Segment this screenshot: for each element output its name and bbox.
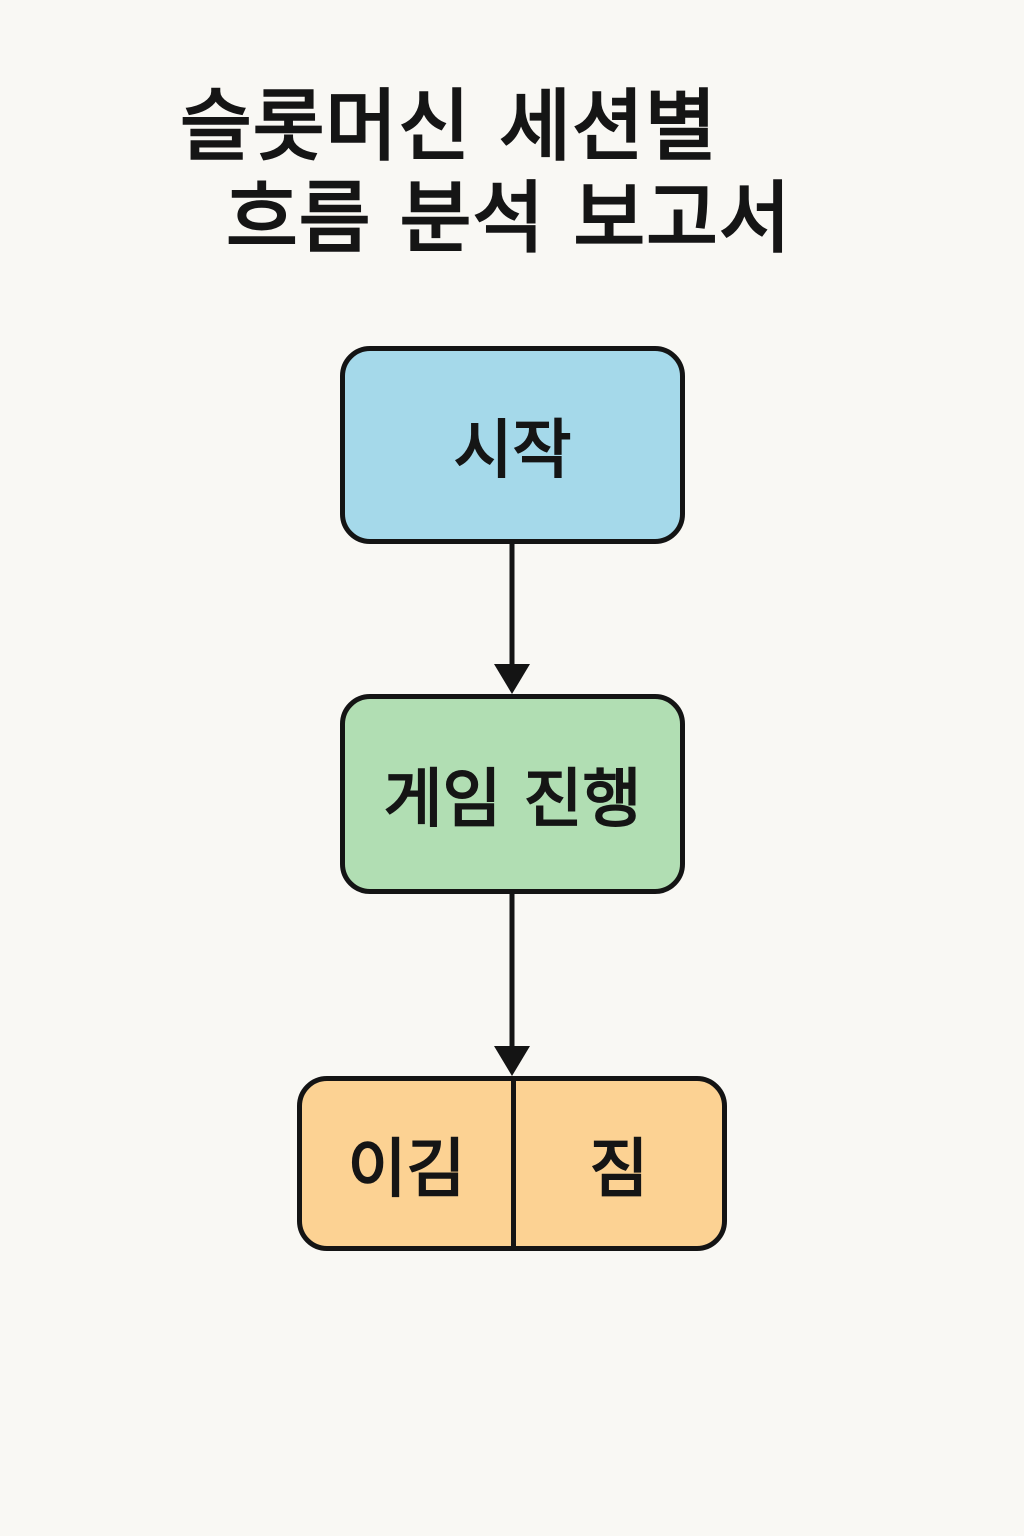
title-line-1: 슬롯머신 세션별 [180, 82, 718, 172]
node-game-play: 게임 진행 [340, 694, 685, 894]
result-lose-cell: 짐 [511, 1081, 722, 1246]
node-start-label: 시작 [453, 414, 572, 488]
result-win-label: 이김 [347, 1132, 466, 1207]
result-win-cell: 이김 [302, 1081, 511, 1246]
arrowhead-start-to-play [494, 664, 530, 694]
node-start: 시작 [340, 346, 685, 544]
title-line-2: 흐름 분석 보고서 [226, 174, 792, 264]
result-lose-label: 짐 [589, 1132, 649, 1207]
node-result: 이김 짐 [297, 1076, 727, 1251]
arrowhead-play-to-result [494, 1046, 530, 1076]
node-game-play-label: 게임 진행 [383, 763, 642, 837]
